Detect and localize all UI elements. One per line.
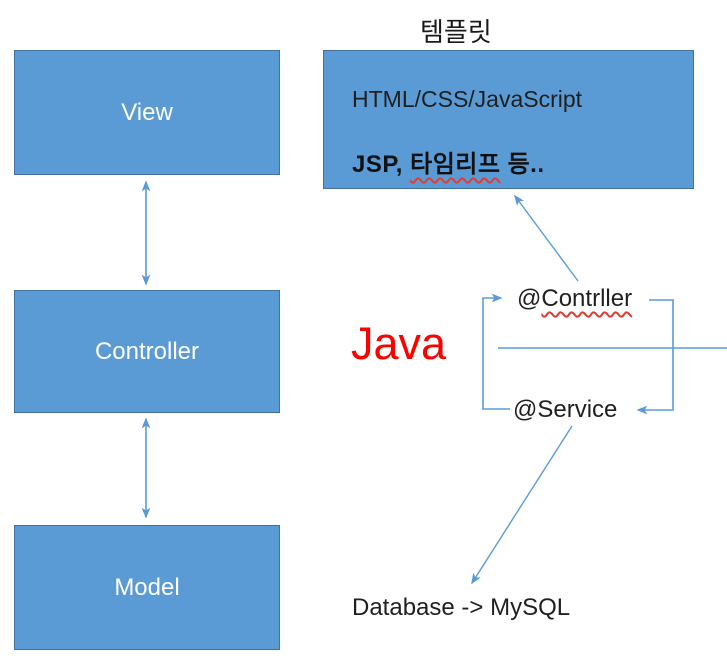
arrow-service-to-database [471,425,573,585]
service-annotation: @Service [513,396,618,423]
controller-box: Controller [14,290,280,413]
bracket-service-to-controller [482,293,510,410]
controller-annotation-at: @ [517,285,542,312]
controller-annotation-underlined: Contrller [541,285,633,312]
template-engines-suffix: 등.. [500,151,545,178]
database-label: Database -> MySQL [352,594,571,621]
template-box: HTML/CSS/JavaScript JSP, 타임리프 등.. [323,50,694,189]
controller-box-label: Controller [94,337,200,365]
controller-annotation: @Contrller [517,285,632,313]
template-technologies-label: HTML/CSS/JavaScript [352,86,583,112]
template-title: 템플릿 [420,17,492,47]
view-box-label: View [121,98,173,126]
java-label: Java [351,318,447,369]
bracket-controller-to-service [636,299,674,415]
template-engines-label: JSP, 타임리프 등.. [352,144,545,179]
model-box-label: Model [114,573,180,601]
model-box: Model [14,525,280,650]
view-box: View [14,50,280,175]
arrow-controller-to-template [514,194,579,282]
template-engines-prefix: JSP, [352,151,411,178]
template-engines-underlined: 타임리프 [410,151,501,178]
